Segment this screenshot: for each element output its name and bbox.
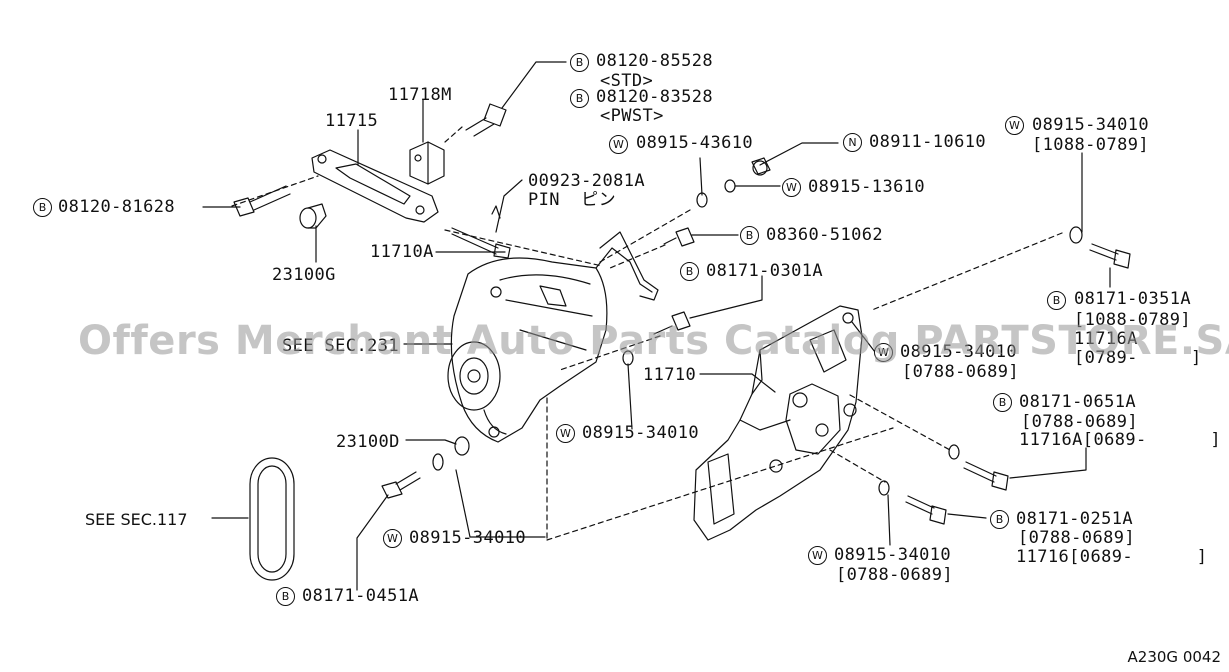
part-note-std: <STD> <box>600 71 654 91</box>
badge-w-icon: W <box>609 135 628 154</box>
badge-w-icon: W <box>782 178 801 197</box>
adjusting-bar-11715 <box>311 149 439 223</box>
see-sec-231-link[interactable]: SEE SEC.231 <box>282 336 399 356</box>
bolt-08171-0651A <box>963 461 1009 491</box>
part-label-08120-85528[interactable]: 08120-85528 <box>596 51 713 71</box>
part-label-11716A-mid[interactable]: 11716A[0689- ] <box>1019 430 1222 450</box>
part-label-08915-43610[interactable]: 08915-43610 <box>636 133 753 153</box>
part-label-08171-0301A[interactable]: 08171-0301A <box>706 261 823 281</box>
part-label-08915-34010-top[interactable]: 08915-34010 <box>1032 115 1149 135</box>
badge-w-icon: W <box>556 424 575 443</box>
bolt-08171-0251A <box>905 495 947 525</box>
part-range-0651A: [0788-0689] <box>1021 412 1138 432</box>
bolt-08171-0351A <box>1089 243 1131 269</box>
part-label-08915-34010-mid[interactable]: 08915-34010 <box>900 342 1017 362</box>
part-range-0251A: [0788-0689] <box>1018 528 1135 548</box>
part-range-top: [1088-0789] <box>1032 135 1149 155</box>
part-label-08171-0451A[interactable]: 08171-0451A <box>302 586 419 606</box>
alternator-bracket-11710 <box>693 305 863 541</box>
bolt-08120-85528 <box>465 103 507 137</box>
part-range-11716A-right: [0789- ] <box>1074 348 1202 368</box>
part-label-08915-34010-low[interactable]: 08915-34010 <box>409 528 526 548</box>
part-label-23100D[interactable]: 23100D <box>336 432 400 452</box>
part-note-pin: PIN ピン <box>528 190 616 210</box>
part-range-mid: [0788-0689] <box>902 362 1019 382</box>
part-note-pwst: <PWST> <box>600 106 664 126</box>
part-range-0351A: [1088-0789] <box>1074 310 1191 330</box>
bolt-08171-0451A <box>381 471 421 499</box>
bolt-08360-51062 <box>663 227 695 247</box>
nut-08911-10610 <box>751 157 771 175</box>
part-label-08911-10610[interactable]: 08911-10610 <box>869 132 986 152</box>
part-label-08915-13610[interactable]: 08915-13610 <box>808 177 925 197</box>
badge-b-icon: B <box>570 89 589 108</box>
part-label-11710[interactable]: 11710 <box>643 365 697 385</box>
part-label-08915-34010-alt[interactable]: 08915-34010 <box>582 423 699 443</box>
alternator-assembly <box>447 231 659 443</box>
badge-b-icon: B <box>1047 291 1066 310</box>
part-label-08120-81628[interactable]: 08120-81628 <box>58 197 175 217</box>
bolt-08120-81628 <box>233 185 291 217</box>
badge-b-icon: B <box>993 393 1012 412</box>
badge-w-icon: W <box>808 546 827 565</box>
part-label-11715[interactable]: 11715 <box>325 111 379 131</box>
part-label-08360-51062[interactable]: 08360-51062 <box>766 225 883 245</box>
block-11718M <box>409 141 445 185</box>
badge-w-icon: W <box>383 529 402 548</box>
bolt-11710A <box>451 227 511 259</box>
part-range-bot: [0788-0689] <box>836 565 953 585</box>
bushing-23100G <box>299 203 327 229</box>
badge-b-icon: B <box>570 53 589 72</box>
pin-icon <box>491 205 501 219</box>
part-label-23100G[interactable]: 23100G <box>272 265 336 285</box>
drive-belt <box>249 457 295 581</box>
bolt-08171-0301A <box>653 311 691 335</box>
badge-w-icon: W <box>1005 116 1024 135</box>
dashed-guide-lines <box>231 126 1063 541</box>
badge-b-icon: B <box>990 510 1009 529</box>
leader-lines <box>202 61 1111 591</box>
diagram-reference: A230G 0042 <box>1127 648 1221 666</box>
see-sec-117-link[interactable]: SEE SEC.117 <box>85 510 188 529</box>
badge-b-icon: B <box>276 587 295 606</box>
part-label-08171-0251A[interactable]: 08171-0251A <box>1016 509 1133 529</box>
badge-w-icon: W <box>874 343 893 362</box>
part-label-08171-0651A[interactable]: 08171-0651A <box>1019 392 1136 412</box>
part-label-08171-0351A[interactable]: 08171-0351A <box>1074 289 1191 309</box>
badge-b-icon: B <box>680 262 699 281</box>
part-label-08120-83528[interactable]: 08120-83528 <box>596 87 713 107</box>
badge-n-icon: N <box>843 133 862 152</box>
washers <box>432 160 1083 496</box>
badge-b-icon: B <box>33 198 52 217</box>
badge-b-icon: B <box>740 226 759 245</box>
part-label-11716-low[interactable]: 11716[0689- ] <box>1016 547 1208 567</box>
part-label-08915-34010-bot[interactable]: 08915-34010 <box>834 545 951 565</box>
part-label-00923-2081A[interactable]: 00923-2081A <box>528 171 645 191</box>
part-label-11716A-right[interactable]: 11716A <box>1074 329 1138 349</box>
part-label-11710A[interactable]: 11710A <box>370 242 434 262</box>
part-label-11718M[interactable]: 11718M <box>388 85 452 105</box>
